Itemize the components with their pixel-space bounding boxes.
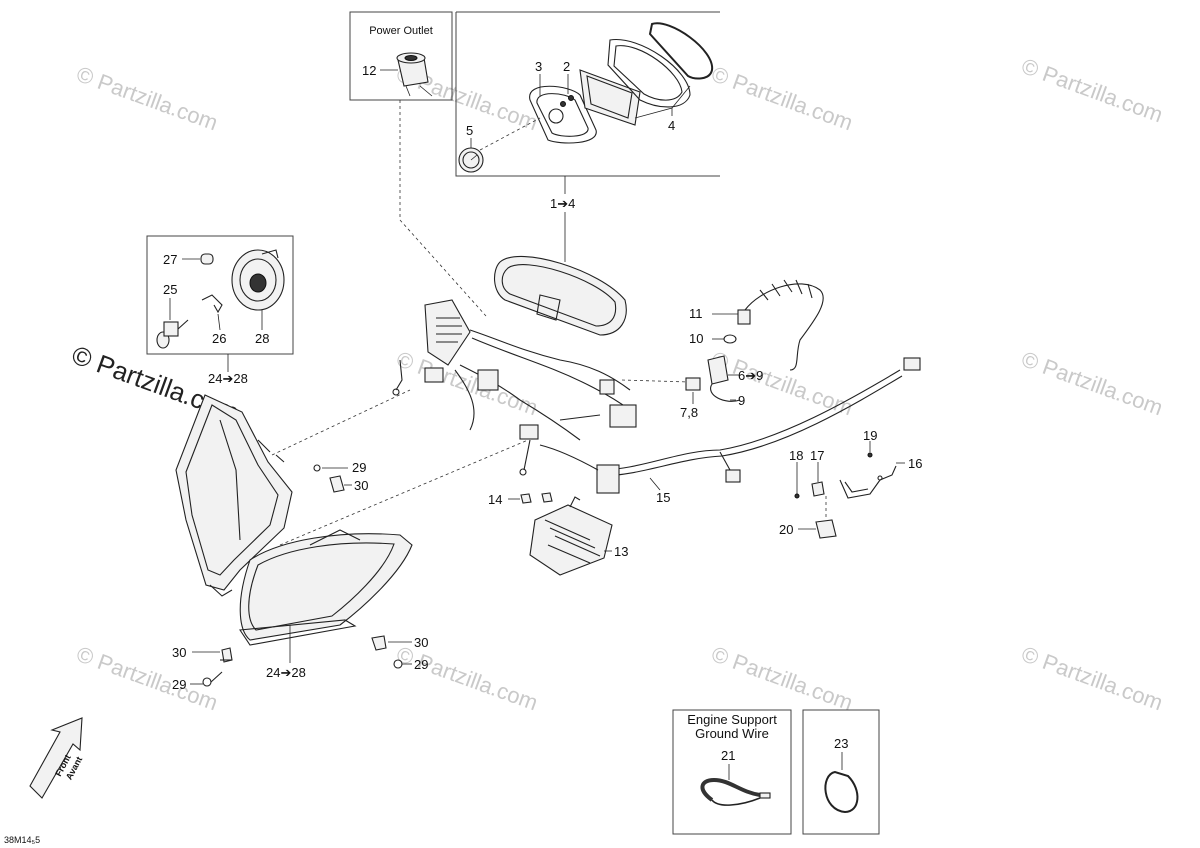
cluster-frame	[455, 11, 720, 177]
callout-3: 3	[535, 59, 542, 74]
callout-6-9: 6➔9	[738, 368, 763, 383]
cluster-bezel-part	[529, 85, 597, 144]
callout-12: 12	[362, 63, 376, 78]
watermark: © Partzilla.com	[708, 61, 856, 135]
diagram-code: 38M14₅5	[4, 835, 40, 845]
callout-5: 5	[466, 123, 473, 138]
callout-30-b: 30	[172, 645, 186, 660]
callout-14: 14	[488, 492, 502, 507]
connector	[725, 469, 741, 483]
connector	[903, 357, 921, 371]
callout-21: 21	[721, 748, 735, 763]
socket-cap-part	[200, 253, 214, 265]
watermark: © Partzilla.com	[1018, 641, 1166, 715]
callout-30-c: 30	[414, 635, 428, 650]
nut-14-part	[520, 492, 553, 504]
front-direction-arrow: Front Avant	[29, 717, 84, 799]
cluster-screw-part	[560, 95, 574, 107]
clamp-17-part	[811, 481, 825, 497]
callout-29-c: 29	[414, 657, 428, 672]
callout-7-8: 7,8	[680, 405, 698, 420]
callout-18: 18	[789, 448, 803, 463]
retaining-clip-part	[201, 294, 223, 314]
cluster-gasket-part	[648, 22, 714, 80]
washer-part	[723, 334, 737, 344]
callout-4: 4	[668, 118, 675, 133]
cluster-housing-part	[579, 69, 641, 126]
power-outlet-box: Power Outlet 12	[349, 11, 453, 101]
watermark: © Partzilla.com	[1018, 346, 1166, 420]
watermark: © Partzilla.com	[393, 346, 541, 420]
power-outlet-frame	[349, 11, 453, 101]
ground-wire-part	[700, 777, 771, 806]
ground-wire-title-line1: Engine Support	[687, 712, 777, 727]
callout-27: 27	[163, 252, 177, 267]
screw-29b-part	[202, 671, 223, 687]
watermark: © Partzilla.com	[708, 641, 856, 715]
callout-28: 28	[255, 331, 269, 346]
clip-30a-part	[329, 475, 345, 493]
callout-24-28-bottom: 24➔28	[266, 665, 306, 680]
callout-20: 20	[779, 522, 793, 537]
connector	[477, 369, 499, 391]
ground-wire-frame	[672, 709, 792, 835]
ground-wire-box: Engine Support Ground Wire 21	[672, 709, 792, 835]
switch-part	[685, 355, 741, 402]
callout-15: 15	[656, 490, 670, 505]
instrument-cluster-part	[494, 255, 627, 336]
watermark: © Partzilla.com	[1018, 53, 1166, 127]
callout-10: 10	[689, 331, 703, 346]
clip-30b-part	[220, 647, 233, 663]
tether-cord-part	[737, 279, 824, 371]
fastener-19-part	[867, 452, 873, 458]
connector	[424, 367, 444, 383]
callout-1-4: 1➔4	[550, 196, 575, 211]
callout-30-a: 30	[354, 478, 368, 493]
cable-tie-box: 23	[802, 709, 880, 835]
callout-17: 17	[810, 448, 824, 463]
clip-30c-part	[371, 635, 387, 651]
watermark: © Partzilla.com	[708, 346, 856, 420]
fastener-29a-part	[313, 464, 321, 472]
callout-2: 2	[563, 59, 570, 74]
callout-24-28-top: 24➔28	[208, 371, 248, 386]
reflector-cover-part	[231, 249, 285, 311]
wiring-harness-part	[392, 299, 921, 494]
callout-16: 16	[908, 456, 922, 471]
connector	[519, 424, 539, 440]
right-headlight-part	[239, 529, 413, 646]
ground-wire-title-line2: Ground Wire	[695, 726, 769, 741]
connector	[599, 379, 615, 395]
callout-11: 11	[689, 306, 703, 321]
callout-19: 19	[863, 428, 877, 443]
bulb-part	[156, 319, 189, 349]
cluster-exploded-box: 3 2 4 5	[455, 11, 720, 194]
callout-29-a: 29	[352, 460, 366, 475]
voltage-regulator-part	[529, 496, 613, 576]
gauge-part	[458, 147, 484, 173]
bracket-part	[839, 465, 897, 499]
power-outlet-title: Power Outlet	[369, 25, 433, 37]
callout-9: 9	[738, 393, 745, 408]
cluster-lens-part	[607, 39, 691, 108]
callout-26: 26	[212, 331, 226, 346]
watermark: © Partzilla.com	[393, 641, 541, 715]
connector	[596, 464, 620, 494]
power-outlet-part	[396, 52, 433, 97]
left-headlight-part	[175, 394, 293, 597]
screw-18-part	[794, 493, 800, 499]
headlight-bulb-frame	[146, 235, 294, 355]
cable-tie-frame	[802, 709, 880, 835]
watermark: © Partzilla.com	[73, 61, 221, 135]
callout-23: 23	[834, 736, 848, 751]
headlight-bulb-box: 27 25 26 28	[146, 235, 294, 355]
callout-25: 25	[163, 282, 177, 297]
callout-13: 13	[614, 544, 628, 559]
connector	[609, 404, 637, 428]
cable-tie-part	[824, 770, 859, 814]
connector-20-part	[815, 519, 837, 539]
callout-29-b: 29	[172, 677, 186, 692]
